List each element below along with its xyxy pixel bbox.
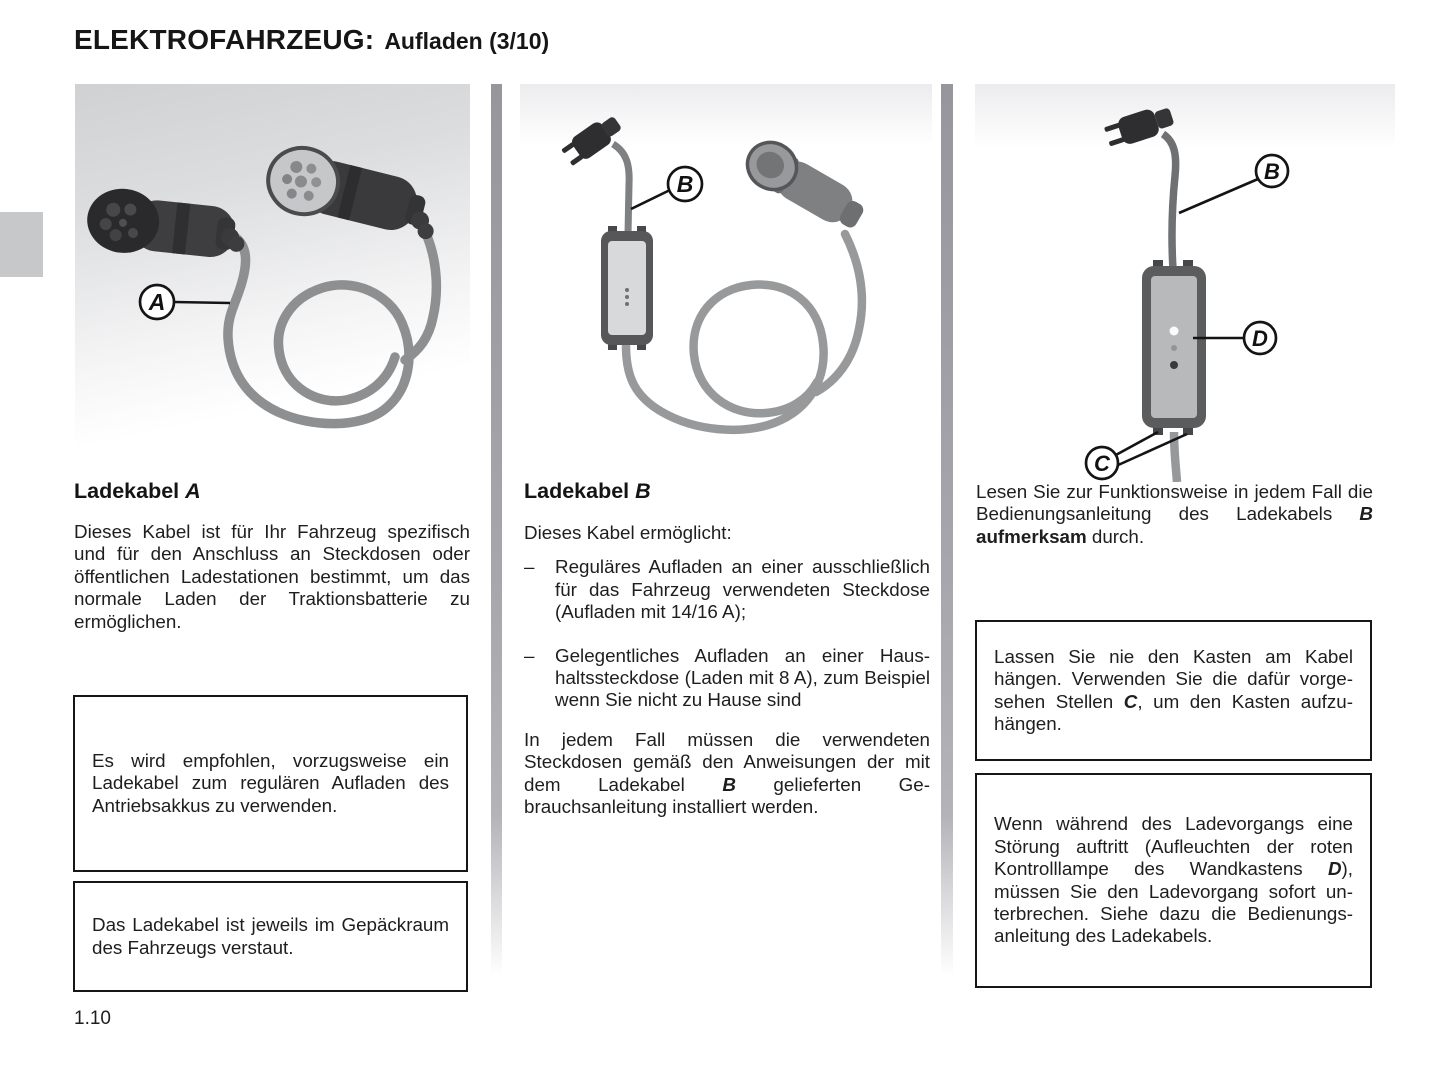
section-heading-cable-b: Ladekabel B bbox=[524, 479, 930, 504]
column-3: Lesen Sie zur Funktionsweise in jedem Fa… bbox=[976, 481, 1373, 548]
domestic-plug-illustration bbox=[1104, 108, 1174, 146]
cable-b-bullet-list: – Reguläres Aufladen an einer ausschließ… bbox=[524, 556, 930, 711]
label-b-leader-line bbox=[630, 188, 671, 211]
heading-variable: B bbox=[635, 479, 651, 503]
instruction-text: Lesen Sie zur Funktionsweise in jedem Fa… bbox=[976, 481, 1373, 525]
cable-a-illustration: A bbox=[87, 145, 442, 429]
wallbox-led-dark bbox=[1170, 361, 1178, 369]
bullet-dash: – bbox=[524, 644, 535, 666]
heading-text: Ladekabel bbox=[74, 479, 186, 503]
instruction-text-end: durch. bbox=[1086, 525, 1145, 547]
chapter-edge-tab bbox=[0, 212, 43, 277]
wallbox-led-gray bbox=[1171, 345, 1177, 351]
cable-b-illustration: B bbox=[561, 117, 867, 435]
heading-variable: A bbox=[185, 479, 201, 503]
note-storage-text: Das Ladekabel ist jeweils im Gepäck­raum… bbox=[92, 914, 449, 958]
figure-wallbox: B D C bbox=[975, 84, 1395, 483]
label-badge-a bbox=[138, 283, 176, 321]
domestic-plug-illustration bbox=[561, 117, 621, 166]
column-1: Ladekabel A Dieses Kabel ist für Ihr Fah… bbox=[74, 479, 470, 633]
bullet-dash: – bbox=[524, 556, 535, 578]
label-badge-b bbox=[1254, 153, 1290, 189]
cable-b-intro: Dieses Kabel ermöglicht: bbox=[524, 522, 732, 543]
heading-text: Ladekabel bbox=[524, 479, 636, 503]
figure-cable-a: A bbox=[75, 84, 470, 470]
figure-cable-b: B bbox=[520, 84, 932, 470]
vehicle-connector-illustration bbox=[87, 188, 245, 258]
outro-text-end: gelieferten Ge­brauchsanleitung installi… bbox=[524, 773, 931, 818]
note-recommendation-text: Es wird empfohlen, vorzugsweise ein Lade… bbox=[92, 749, 449, 816]
instruction-variable: B bbox=[1359, 503, 1373, 525]
outro-text: In jedem Fall müssen die verwendeten Ste… bbox=[524, 728, 930, 795]
column-divider-2 bbox=[941, 84, 953, 976]
note-box-hanging: Lassen Sie nie den Kasten am Kabel hänge… bbox=[975, 620, 1372, 761]
label-badge-c bbox=[1084, 445, 1120, 481]
page-title-sub: Aufladen (3/10) bbox=[384, 28, 550, 54]
column-divider-1 bbox=[491, 84, 502, 976]
wallbox-led-white bbox=[1169, 326, 1179, 336]
page-number: 1.10 bbox=[74, 1008, 111, 1029]
list-item: – Gelegentliches Aufladen an einer Haus­… bbox=[524, 645, 930, 712]
label-badge-b bbox=[666, 165, 704, 203]
label-c-leader-line-2 bbox=[1115, 432, 1188, 468]
wallbox-body-illustration bbox=[1142, 260, 1206, 435]
note-box-storage: Das Ladekabel ist jeweils im Gepäck­raum… bbox=[73, 881, 468, 992]
note-variable: C bbox=[1123, 690, 1138, 712]
note-variable: D bbox=[1327, 858, 1342, 880]
charging-connector-illustration bbox=[745, 140, 864, 228]
figure-label-a: A bbox=[148, 289, 166, 315]
figure-label-b: B bbox=[1264, 159, 1280, 184]
page-title-main: ELEKTROFAHRZEUG: bbox=[74, 24, 375, 55]
cable-b-outro: In jedem Fall müssen die verwendeten Ste… bbox=[524, 729, 930, 819]
section-heading-cable-a: Ladekabel A bbox=[74, 479, 470, 504]
label-c-leader-line-1 bbox=[1113, 430, 1159, 458]
note-malfunction-text: Wenn während des Ladevorgangs eine Störu… bbox=[994, 813, 1353, 947]
control-box-illustration bbox=[601, 226, 653, 350]
bullet-regular-charging: Reguläres Aufladen an einer ausschließ­l… bbox=[555, 556, 930, 623]
figure-label-c: C bbox=[1094, 451, 1111, 476]
note-box-malfunction: Wenn während des Ladevorgangs eine Störu… bbox=[975, 773, 1372, 988]
figure-label-d: D bbox=[1252, 326, 1268, 351]
figure-label-b: B bbox=[677, 171, 694, 197]
outro-variable: B bbox=[722, 773, 736, 795]
note-box-recommendation: Es wird empfohlen, vorzugsweise ein Lade… bbox=[73, 695, 468, 872]
label-a-leader-line bbox=[173, 300, 231, 305]
page-title: ELEKTROFAHRZEUG: Aufladen (3/10) bbox=[74, 24, 549, 56]
instruction-bold-text: aufmerksam bbox=[976, 525, 1087, 547]
note-text-end: , um den Kasten aufzu­hängen. bbox=[994, 690, 1353, 734]
cable-a-description: Dieses Kabel ist für Ihr Fahrzeug spezif… bbox=[74, 521, 470, 632]
bullet-occasional-charging: Gelegentliches Aufladen an einer Haus­ha… bbox=[555, 644, 930, 711]
label-badge-d bbox=[1242, 320, 1278, 356]
note-hanging-text: Lassen Sie nie den Kasten am Kabel hänge… bbox=[994, 646, 1353, 736]
note-text: Wenn während des Ladevorgangs eine Störu… bbox=[994, 813, 1353, 880]
wallbox-illustration: B D C bbox=[1084, 108, 1290, 483]
station-connector-illustration bbox=[266, 145, 434, 240]
note-text-end: ), müssen Sie den Ladevorgang sofort un­… bbox=[994, 858, 1353, 947]
note-text: Lassen Sie nie den Kasten am Kabel hänge… bbox=[994, 645, 1353, 712]
label-b-leader-line bbox=[1178, 177, 1259, 215]
list-item: – Reguläres Aufladen an einer ausschließ… bbox=[524, 556, 930, 623]
column-2: Ladekabel B Dieses Kabel ermöglicht: – R… bbox=[524, 479, 930, 818]
wallbox-instruction: Lesen Sie zur Funktionsweise in jedem Fa… bbox=[976, 481, 1373, 548]
